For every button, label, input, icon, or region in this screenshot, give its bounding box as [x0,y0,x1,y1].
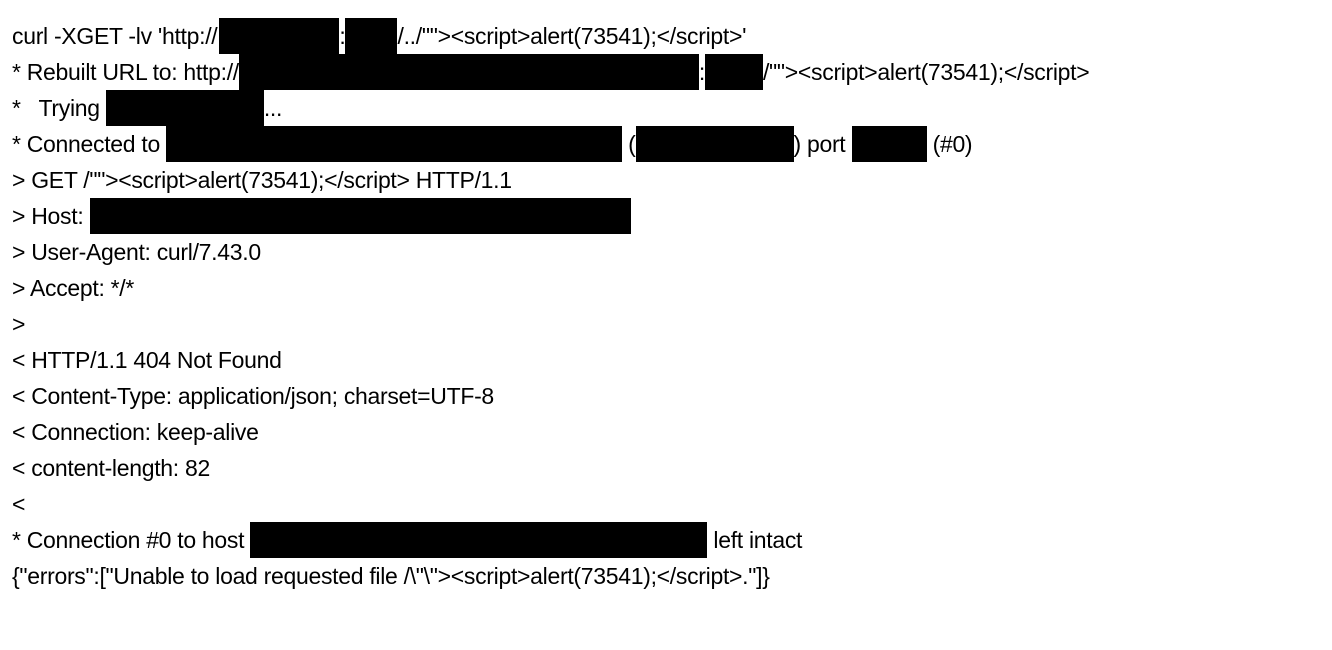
status-line: < HTTP/1.1 404 Not Found [12,347,282,373]
host-header-line: > Host: [12,198,631,234]
trying-line: * Trying ... [12,90,282,126]
text: * Connection #0 to host [12,527,251,553]
request-line: > GET /""><script>alert(73541);</script>… [12,167,512,193]
text: : [339,23,346,49]
redacted-host [89,198,631,234]
redacted-ip [635,126,794,162]
response-body-line: {"errors":["Unable to load requested fil… [12,563,770,589]
text: (#0) [926,131,973,157]
text: ( [622,131,636,157]
connection-left-intact-line: * Connection #0 to host left intact [12,522,802,558]
redacted-ip [105,90,264,126]
text: /../""><script>alert(73541);</script>' [397,23,747,49]
redacted-host [250,522,708,558]
redacted-port [704,54,763,90]
text: > Host: [12,203,90,229]
content-length-line: < content-length: 82 [12,455,210,481]
text: /""><script>alert(73541);</script> [762,59,1090,85]
user-agent-line: > User-Agent: curl/7.43.0 [12,239,261,265]
redacted-host [166,126,623,162]
redacted-port [345,18,398,54]
text: : [698,59,705,85]
text: ) port [793,131,852,157]
text: left intact [707,527,803,553]
redacted-host [238,54,699,90]
response-end-line: < [12,491,26,517]
text: * Trying [12,95,106,121]
curl-command-line: curl -XGET -lv 'http://: /../""><script>a… [12,18,747,54]
text: * Rebuilt URL to: http:// [12,59,239,85]
request-end-line: > [12,311,26,337]
connected-line: * Connected to ( ) port (#0) [12,126,973,162]
content-type-line: < Content-Type: application/json; charse… [12,383,494,409]
redacted-host [219,18,340,54]
rebuilt-url-line: * Rebuilt URL to: http://: /""><script>al… [12,54,1090,90]
text: curl -XGET -lv 'http:// [12,23,218,49]
text: * Connected to [12,131,167,157]
text: ... [263,95,283,121]
accept-line: > Accept: */* [12,275,135,301]
redacted-port [851,126,927,162]
connection-line: < Connection: keep-alive [12,419,259,445]
